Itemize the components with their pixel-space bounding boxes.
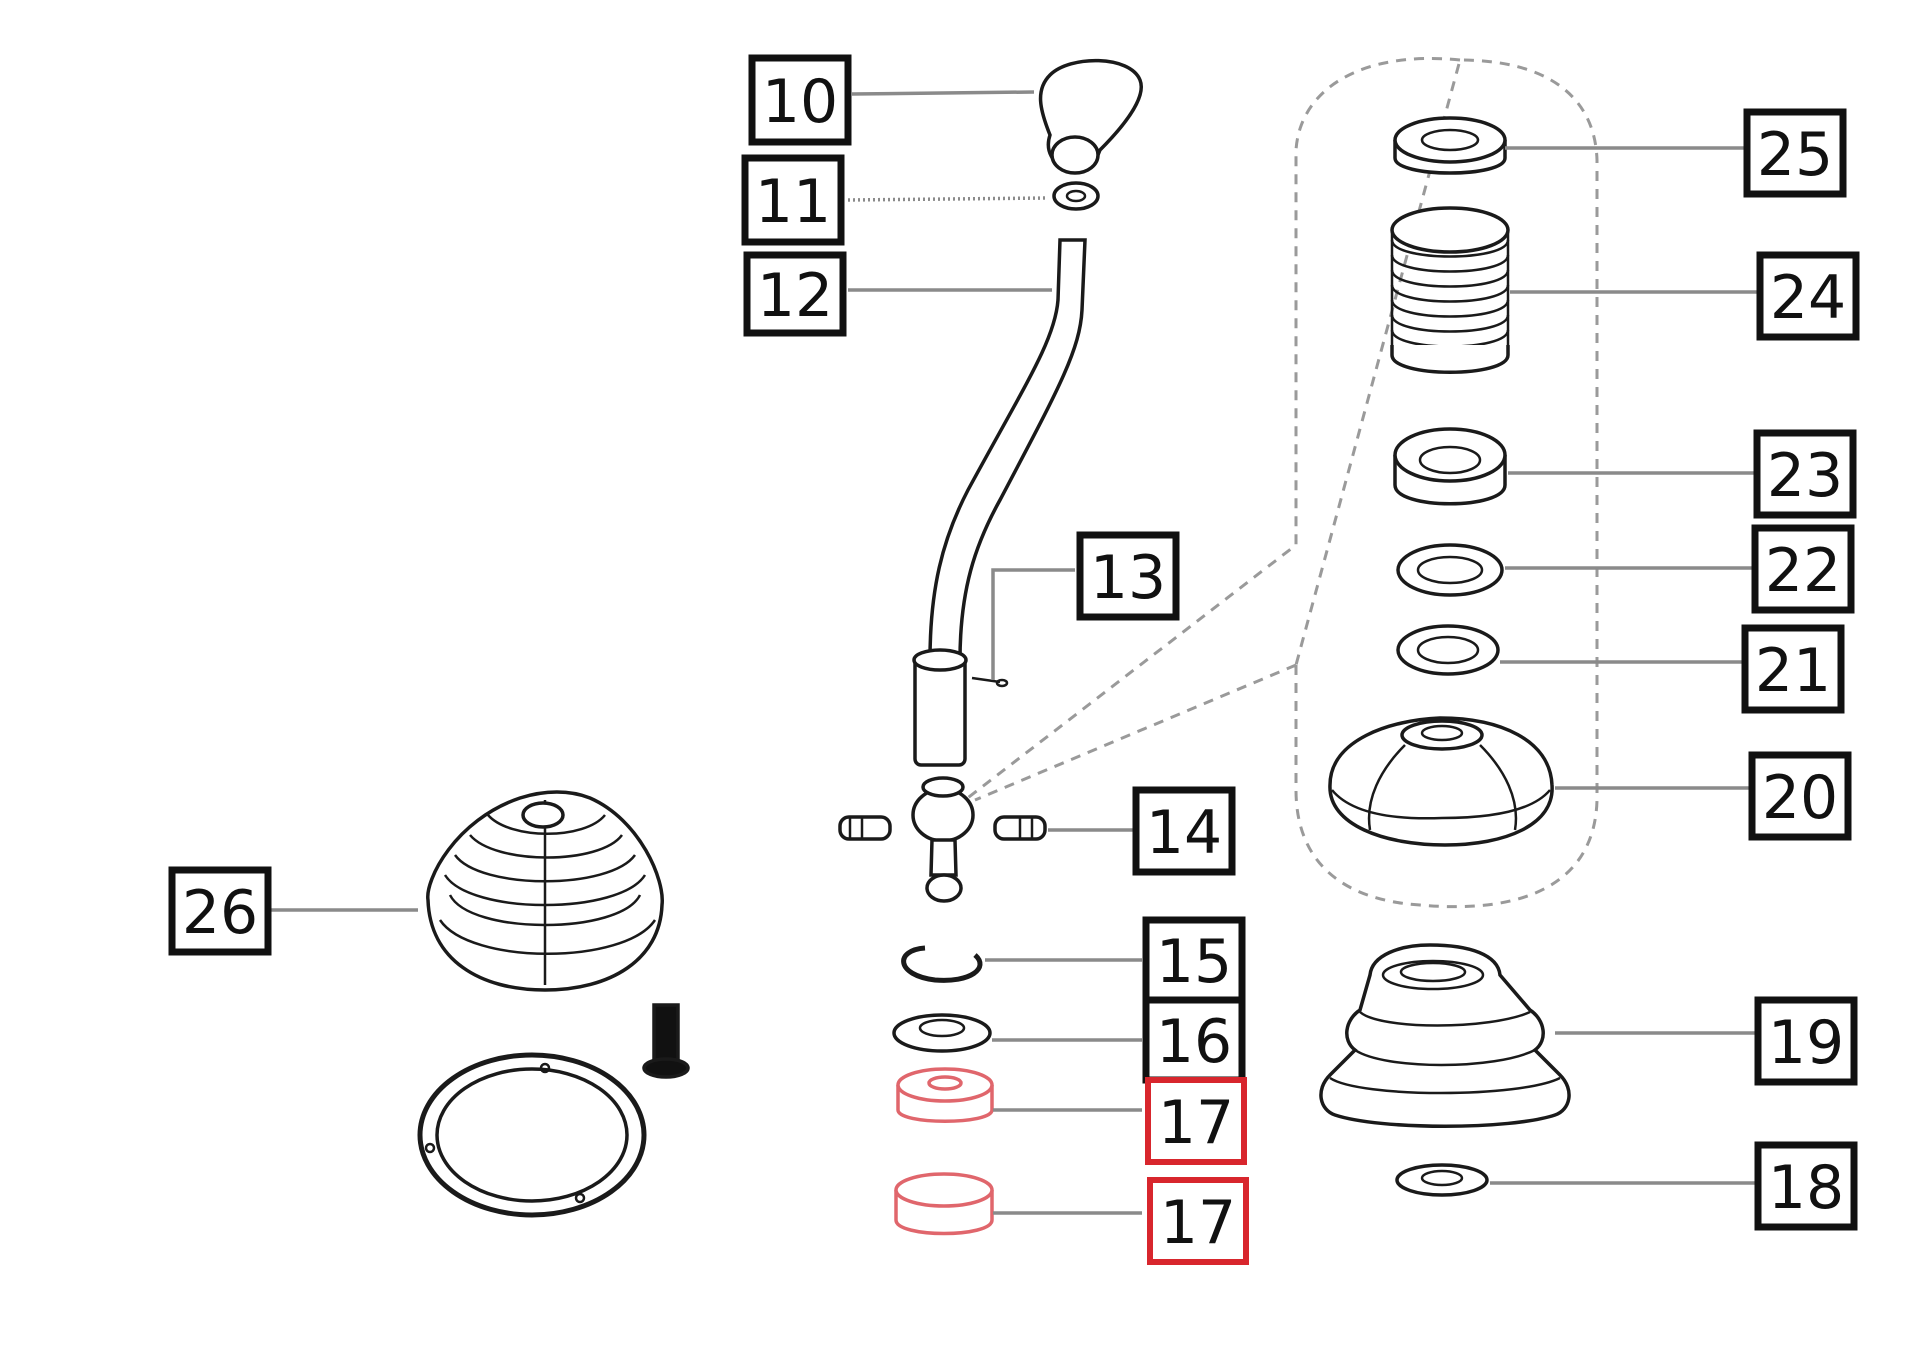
part-17-ring-upper — [896, 1067, 994, 1123]
label-23: 23 — [1753, 429, 1857, 519]
label-10: 10 — [748, 54, 852, 146]
part-19-rubber-boot — [1319, 943, 1571, 1128]
label-17-lower: 17 — [1147, 1177, 1249, 1265]
label-13-text: 13 — [1090, 543, 1166, 613]
label-21: 21 — [1741, 624, 1845, 714]
part-23-bushing — [1393, 427, 1507, 506]
label-11-text: 11 — [755, 167, 831, 237]
part-25-washer — [1393, 116, 1507, 175]
label-24-text: 24 — [1770, 263, 1846, 333]
label-18: 18 — [1754, 1141, 1858, 1231]
label-15: 15 — [1142, 916, 1246, 1004]
label-12-text: 12 — [757, 261, 833, 331]
part-18-washer — [1395, 1163, 1489, 1197]
label-23-text: 23 — [1767, 441, 1843, 511]
label-25-text: 25 — [1757, 120, 1833, 190]
part-26-gaiter — [426, 790, 664, 992]
label-16-text: 16 — [1156, 1007, 1232, 1077]
label-17-lower-text: 17 — [1160, 1188, 1236, 1258]
label-26: 26 — [168, 866, 272, 956]
part-26-screw — [642, 1003, 690, 1079]
part-16-washer — [892, 1013, 992, 1053]
part-20-cup-seat — [1328, 716, 1554, 847]
label-16: 16 — [1142, 996, 1246, 1084]
label-19: 19 — [1754, 996, 1858, 1086]
part-12-gear-lever — [911, 238, 1087, 903]
label-17-upper-text: 17 — [1158, 1088, 1234, 1158]
label-18-text: 18 — [1768, 1153, 1844, 1223]
label-10-text: 10 — [762, 67, 838, 137]
part-24-spring — [1390, 206, 1510, 374]
label-26-text: 26 — [182, 878, 258, 948]
label-14-text: 14 — [1146, 798, 1222, 868]
leader-lines — [265, 90, 1760, 1215]
label-19-text: 19 — [1768, 1008, 1844, 1078]
part-26-retaining-ring — [417, 1052, 647, 1218]
part-10-shift-knob — [1038, 58, 1143, 175]
label-22: 22 — [1751, 524, 1855, 614]
label-12: 12 — [743, 251, 847, 337]
label-22-text: 22 — [1765, 536, 1841, 606]
part-11-nut — [1052, 181, 1100, 211]
label-15-text: 15 — [1156, 927, 1232, 997]
part-17-ring-lower — [894, 1172, 994, 1236]
part-13-pin — [971, 676, 1009, 688]
label-21-text: 21 — [1755, 636, 1831, 706]
label-13: 13 — [1076, 531, 1180, 621]
part-15-circlip — [901, 945, 983, 983]
label-14: 14 — [1132, 786, 1236, 876]
label-25: 25 — [1743, 108, 1847, 198]
part-14-bolts — [838, 815, 1047, 841]
label-20-text: 20 — [1762, 763, 1838, 833]
part-21-washer — [1396, 624, 1500, 676]
part-22-washer — [1396, 543, 1504, 597]
label-20: 20 — [1748, 751, 1852, 841]
label-24: 24 — [1756, 251, 1860, 341]
label-17-upper: 17 — [1145, 1077, 1247, 1165]
exploded-view-outline — [964, 57, 1599, 909]
label-11: 11 — [741, 154, 845, 246]
